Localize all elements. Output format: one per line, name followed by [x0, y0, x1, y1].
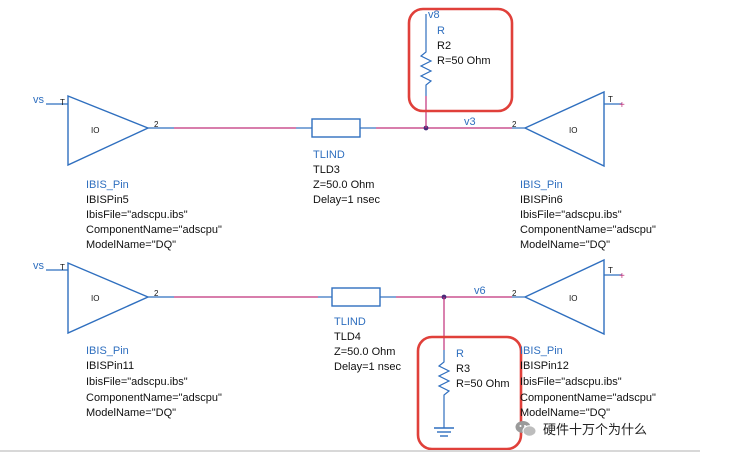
tline-name-bottom: TLD4	[334, 331, 361, 343]
buffer-text-top-left: IO	[91, 126, 100, 135]
tline-top[interactable]	[311, 118, 361, 138]
pin-label-bottom-left-in: T	[60, 263, 65, 272]
node-label-vs-top: vs	[33, 94, 44, 106]
pin-label-bottom-left-out: 2	[154, 289, 159, 298]
ibis-model-top-left: ModelName="DQ"	[86, 239, 177, 251]
ibis-file-bottom-left: IbisFile="adscpu.ibs"	[86, 376, 188, 388]
buffer-text-bottom-right: IO	[569, 294, 578, 303]
net-label-v3: v3	[464, 116, 476, 128]
ibis-name-top-right: IBISPin6	[520, 194, 563, 206]
output-marker-bottom-right: +	[619, 271, 625, 282]
ibis-buffer-bottom-right[interactable]	[523, 258, 605, 336]
ibis-name-bottom-right: IBISPin12	[520, 360, 569, 372]
ibis-model-bottom-right: ModelName="DQ"	[520, 407, 611, 419]
resistor-top-zigzag[interactable]	[419, 40, 433, 96]
resistor-name-top: R2	[437, 40, 452, 52]
watermark-text: 硬件十万个为什么	[543, 423, 648, 438]
tline-delay-top: Delay=1 nsec	[313, 194, 380, 206]
tline-type-bottom: TLIND	[334, 316, 366, 328]
ibis-name-top-left: IBISPin5	[86, 194, 129, 206]
ibis-name-bottom-left: IBISPin11	[86, 360, 135, 372]
ibis-file-top-left: IbisFile="adscpu.ibs"	[86, 209, 188, 221]
ibis-component-top-right: ComponentName="adscpu"	[520, 224, 656, 236]
highlight-box-bottom	[416, 335, 523, 451]
ibis-type-bottom-left: IBIS_Pin	[86, 345, 129, 357]
resistor-value-bottom: R=50 Ohm	[456, 378, 510, 390]
ibis-file-top-right: IbisFile="adscpu.ibs"	[520, 209, 622, 221]
ibis-component-bottom-right: ComponentName="adscpu"	[520, 392, 656, 404]
tline-z-top: Z=50.0 Ohm	[313, 179, 375, 191]
tline-type-top: TLIND	[313, 149, 345, 161]
pin-label-top-right-in: 2	[512, 120, 517, 129]
pin-label-top-right-out: T	[608, 95, 613, 104]
pin-label-bottom-right-out: T	[608, 266, 613, 275]
resistor-value-top: R=50 Ohm	[437, 55, 491, 67]
wechat-icon	[515, 420, 537, 437]
ibis-buffer-bottom-left[interactable]	[67, 261, 150, 335]
resistor-type-bottom: R	[456, 348, 464, 360]
ibis-buffer-top-right[interactable]	[523, 90, 605, 168]
ibis-component-top-left: ComponentName="adscpu"	[86, 224, 222, 236]
bottom-divider	[0, 450, 700, 452]
ibis-type-top-right: IBIS_Pin	[520, 179, 563, 191]
ibis-buffer-top-left[interactable]	[67, 94, 150, 167]
net-label-v6: v6	[474, 285, 486, 297]
ibis-model-bottom-left: ModelName="DQ"	[86, 407, 177, 419]
pin-label-bottom-right-in: 2	[512, 289, 517, 298]
resistor-name-bottom: R3	[456, 363, 471, 375]
pin-label-top-left-in: T	[60, 98, 65, 107]
output-marker-top-right: +	[619, 100, 625, 111]
tline-name-top: TLD3	[313, 164, 340, 176]
ibis-model-top-right: ModelName="DQ"	[520, 239, 611, 251]
highlight-box-top	[407, 7, 514, 113]
buffer-text-top-right: IO	[569, 126, 578, 135]
resistor-bottom-zigzag[interactable]	[437, 350, 451, 406]
ibis-component-bottom-left: ComponentName="adscpu"	[86, 392, 222, 404]
node-label-vs-bottom: vs	[33, 260, 44, 272]
node-label-v8: v8	[428, 9, 440, 21]
tline-delay-bottom: Delay=1 nsec	[334, 361, 401, 373]
resistor-type-top: R	[437, 25, 445, 37]
ibis-file-bottom-right: IbisFile="adscpu.ibs"	[520, 376, 622, 388]
pin-label-top-left-out: 2	[154, 120, 159, 129]
tline-bottom[interactable]	[331, 287, 381, 307]
ground-icon	[434, 427, 454, 437]
watermark: 硬件十万个为什么	[515, 419, 647, 438]
ibis-type-top-left: IBIS_Pin	[86, 179, 129, 191]
ibis-type-bottom-right: IBIS_Pin	[520, 345, 563, 357]
buffer-text-bottom-left: IO	[91, 294, 100, 303]
tline-z-bottom: Z=50.0 Ohm	[334, 346, 396, 358]
